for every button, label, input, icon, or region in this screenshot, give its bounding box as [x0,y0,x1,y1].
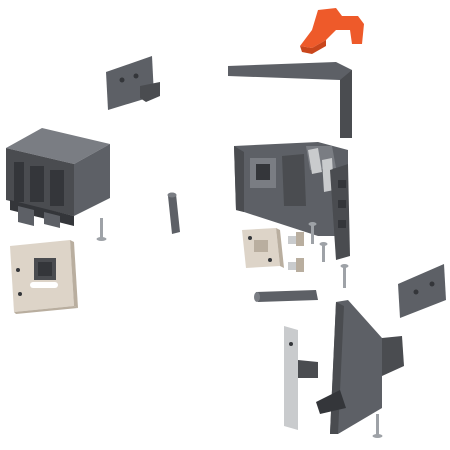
mounting-bracket-top-left [106,56,160,110]
orange-clip [300,8,364,54]
cover-cap-top-right [228,62,352,138]
metal-clip-center-lower [288,258,304,272]
pin-dowel-horizontal [254,290,318,302]
metal-clip-center-upper [288,232,304,246]
screw-center-c [340,264,349,288]
screw-center-a [308,222,317,244]
mounting-bracket-right [398,264,446,318]
screw-left [96,218,107,241]
beige-mounting-plate-center [242,228,284,268]
screw-center-b [319,242,328,262]
pin-dowel-left [167,192,180,234]
main-mechanism-housing [234,142,350,260]
front-cover-bottom-right [316,300,404,434]
beige-mounting-plate-left [10,240,78,314]
metal-hinge-bracket [268,326,318,430]
screw-bottom-right [372,414,383,438]
left-housing-unit [6,128,110,228]
